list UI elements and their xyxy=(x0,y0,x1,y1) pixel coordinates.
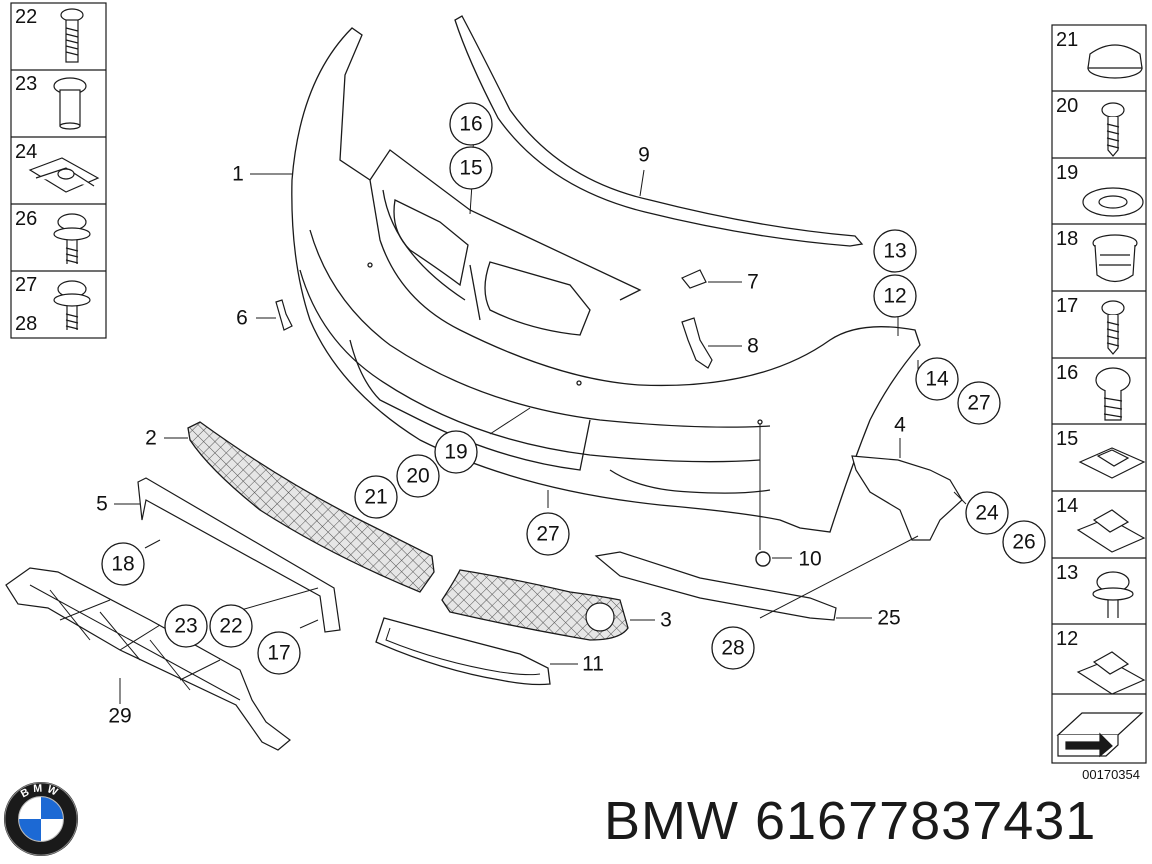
circled-callouts xyxy=(101,102,1046,675)
callout-16: 16 xyxy=(459,113,482,136)
bracket-part-5 xyxy=(137,477,341,633)
right-label-12: 12 xyxy=(1056,628,1079,650)
callout-27-right: 27 xyxy=(967,392,990,415)
clip-nut-icon-14 xyxy=(1076,509,1146,553)
callout-15: 15 xyxy=(459,157,482,180)
callout-7: 7 xyxy=(747,271,759,294)
trim-strip-part-9 xyxy=(454,15,864,247)
callout-4: 4 xyxy=(894,414,906,437)
right-label-21: 21 xyxy=(1056,29,1079,51)
callout-25: 25 xyxy=(877,607,900,630)
section-arrow-icon xyxy=(1056,712,1144,758)
clip-part-6 xyxy=(275,299,293,331)
grommet-icon-18 xyxy=(1092,234,1138,283)
washer-icon-19 xyxy=(1082,187,1144,217)
right-label-16: 16 xyxy=(1056,362,1079,384)
clip-nut-icon-24 xyxy=(28,157,100,193)
screw-icon-20 xyxy=(1101,102,1125,157)
callout-13: 13 xyxy=(883,240,906,263)
left-label-28: 28 xyxy=(15,313,38,335)
callout-1: 1 xyxy=(232,163,244,186)
grille-part-2 xyxy=(187,421,435,593)
svg-text:BMW: BMW xyxy=(19,782,63,800)
callout-22: 22 xyxy=(219,615,242,638)
right-label-15: 15 xyxy=(1056,428,1079,450)
right-fastener-column xyxy=(1051,24,1147,764)
part-caption: BMW 61677837431 xyxy=(604,791,1097,851)
left-label-26: 26 xyxy=(15,208,38,230)
side-grille-part-3 xyxy=(441,569,629,641)
collar-screw-icon-27 xyxy=(53,280,91,330)
bmw-logo-icon: BMW xyxy=(3,781,79,857)
screw-icon-22 xyxy=(60,8,84,63)
left-label-24: 24 xyxy=(15,141,38,163)
right-label-17: 17 xyxy=(1056,295,1079,317)
callout-29: 29 xyxy=(108,705,131,728)
left-label-27: 27 xyxy=(15,274,38,296)
left-fastener-column xyxy=(10,2,107,339)
callout-9: 9 xyxy=(638,144,650,167)
collar-screw-icon-13 xyxy=(1092,571,1134,618)
callout-6: 6 xyxy=(236,307,248,330)
clip-icon-15 xyxy=(1078,447,1146,479)
sleeve-icon-23 xyxy=(53,77,87,130)
callout-3: 3 xyxy=(660,609,672,632)
screw-icon-17 xyxy=(1101,300,1125,355)
callout-14: 14 xyxy=(925,368,949,391)
fog-light-opening xyxy=(585,602,615,632)
nozzle-part-8 xyxy=(681,317,713,369)
callout-5: 5 xyxy=(96,493,108,516)
collar-screw-icon-26 xyxy=(53,213,91,264)
right-label-19: 19 xyxy=(1056,162,1079,184)
callout-2: 2 xyxy=(145,427,157,450)
bolt-icon-16 xyxy=(1095,367,1131,421)
right-label-20: 20 xyxy=(1056,95,1079,117)
callout-19: 19 xyxy=(444,441,467,464)
leader-lines xyxy=(114,139,967,704)
bracket-part-25 xyxy=(594,551,837,621)
callout-10: 10 xyxy=(798,548,821,571)
callout-11: 11 xyxy=(582,653,604,676)
right-label-14: 14 xyxy=(1056,495,1079,517)
right-label-13: 13 xyxy=(1056,562,1079,584)
carrier-ribs xyxy=(29,584,241,701)
callout-27-center: 27 xyxy=(536,523,559,546)
callout-26: 26 xyxy=(1012,531,1035,554)
diagram-number: 00170354 xyxy=(1082,767,1140,782)
trim-part-11-inner xyxy=(385,627,541,676)
callout-18: 18 xyxy=(111,553,134,576)
left-label-22: 22 xyxy=(15,6,38,28)
callout-23: 23 xyxy=(174,615,197,638)
clip-nut-icon-12 xyxy=(1076,651,1146,695)
plug-icon-21 xyxy=(1087,44,1143,79)
nut-part-10 xyxy=(755,551,771,567)
callout-24: 24 xyxy=(975,502,999,525)
callout-28: 28 xyxy=(721,637,744,660)
callout-8: 8 xyxy=(747,335,759,358)
callout-12: 12 xyxy=(883,285,906,308)
callout-17: 17 xyxy=(267,642,290,665)
callout-21: 21 xyxy=(364,486,387,509)
trim-part-11 xyxy=(375,617,551,686)
bumper-cover-part-1 xyxy=(291,27,921,533)
callout-20: 20 xyxy=(406,465,429,488)
cover-cap-part-7 xyxy=(681,269,707,289)
left-label-23: 23 xyxy=(15,73,38,95)
bracket-part-4 xyxy=(851,455,963,541)
right-label-18: 18 xyxy=(1056,228,1079,250)
